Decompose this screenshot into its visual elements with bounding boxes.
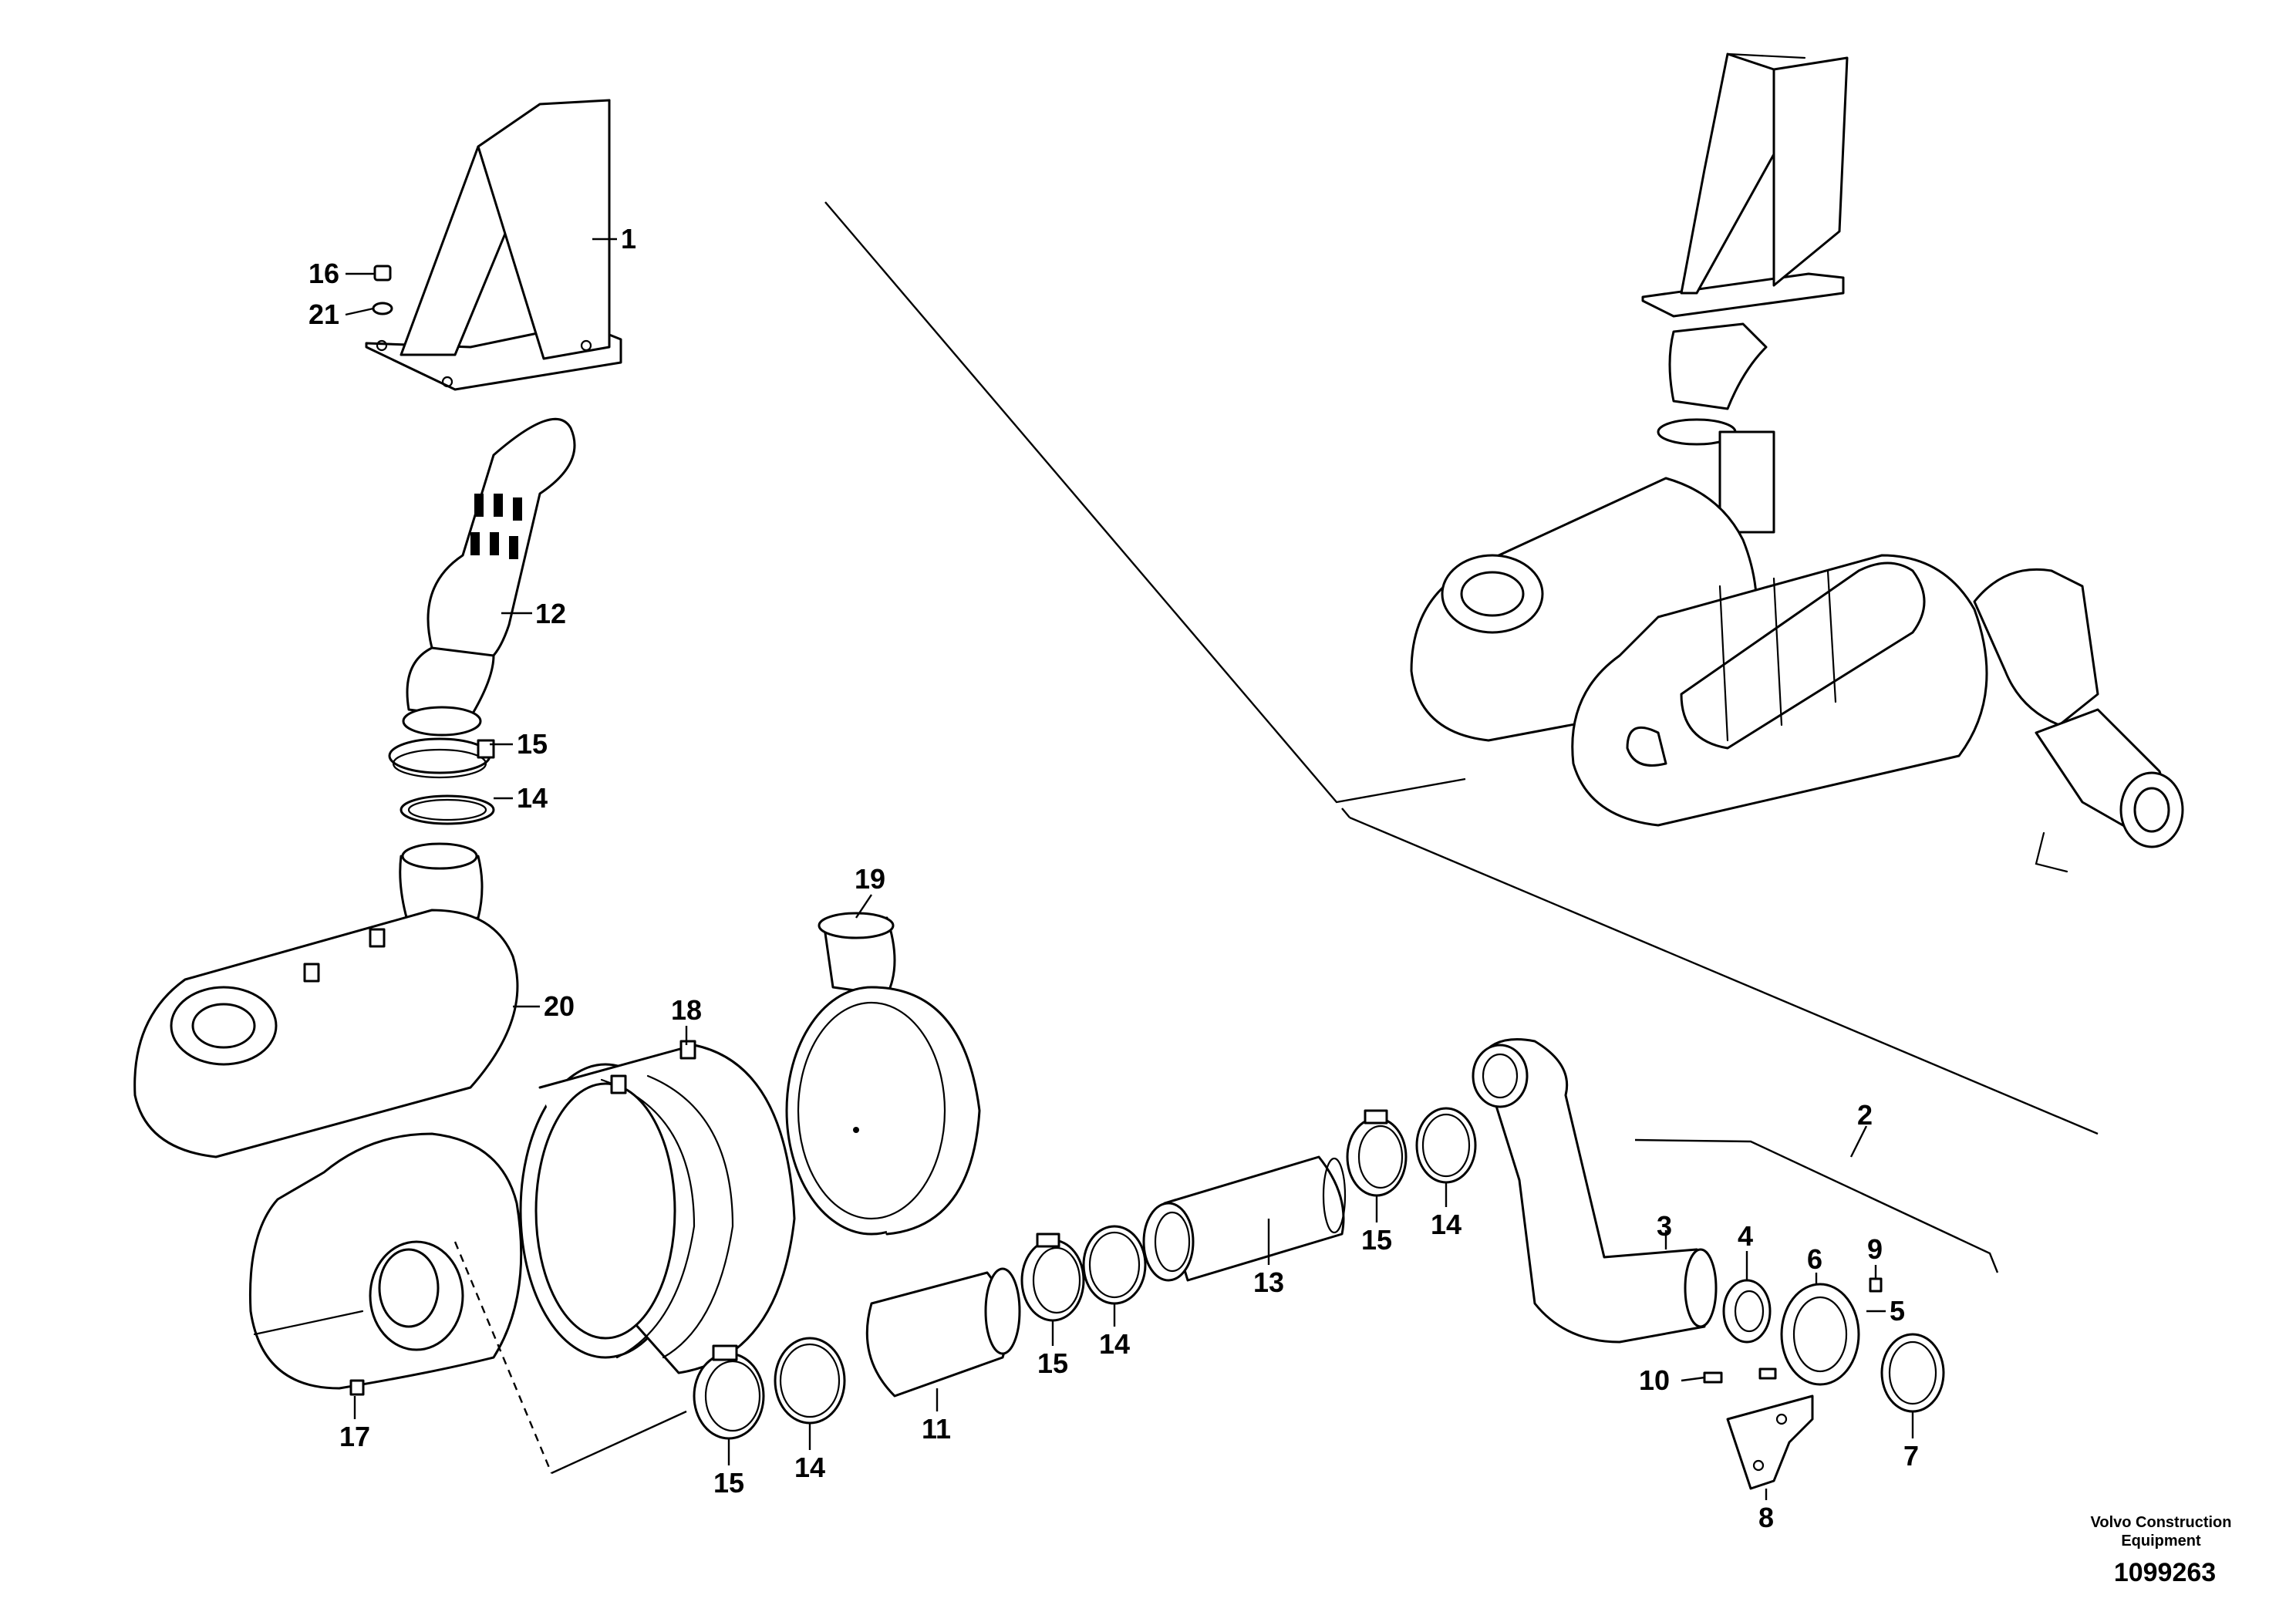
part-14-gasket-top	[400, 794, 495, 825]
callout-18: 18	[671, 994, 702, 1026]
callout-14: 14	[794, 1452, 825, 1483]
callout-10: 10	[1639, 1364, 1670, 1396]
part-21-washer	[372, 302, 393, 315]
part-14-gasket-mid	[1082, 1225, 1147, 1305]
callout-5: 5	[1890, 1295, 1905, 1327]
callout-1: 1	[621, 223, 636, 255]
callout-15: 15	[517, 728, 548, 760]
callout-21: 21	[308, 298, 339, 330]
callout-12: 12	[535, 598, 566, 629]
part-15-clamp-top	[388, 737, 495, 779]
callout-14: 14	[1099, 1328, 1130, 1360]
callout-labels: 1 16 21 12 15 14 20 18 19 17 15 14 11 15…	[308, 223, 1919, 1533]
callout-15: 15	[713, 1467, 744, 1499]
callout-20: 20	[544, 990, 575, 1022]
illustration-reference-number: 1099263	[2113, 1558, 2217, 1587]
callout-4: 4	[1738, 1220, 1753, 1252]
part-9-bolt	[1869, 1277, 1883, 1293]
callout-3: 3	[1657, 1210, 1672, 1242]
part-15-clamp-mid	[1020, 1233, 1085, 1322]
part-10-bolt-2	[1758, 1367, 1777, 1380]
part-4-seal	[1722, 1279, 1772, 1344]
part-6-flange	[1780, 1283, 1860, 1386]
brand-caption: Volvo Construction Equipment	[2068, 1513, 2254, 1550]
callout-14: 14	[1431, 1209, 1462, 1240]
part-14-gasket-bottom	[774, 1337, 846, 1425]
part-1-exhaust-stack	[365, 99, 622, 391]
part-3-tail-pipe	[1472, 1038, 1718, 1344]
view-connector-line	[1341, 808, 1350, 818]
callout-17: 17	[339, 1421, 370, 1452]
callout-9: 9	[1867, 1233, 1883, 1265]
part-20-silencer	[133, 842, 519, 1158]
part-11-pipe	[865, 1267, 1021, 1398]
part-13-flex-pipe	[1142, 1155, 1347, 1282]
part-14-gasket-right	[1415, 1107, 1477, 1184]
dashed-leader	[453, 1241, 553, 1474]
part-18-dpf-body	[519, 1040, 796, 1374]
callout-15: 15	[1361, 1224, 1392, 1256]
part-15-clamp-right	[1346, 1109, 1408, 1197]
callout-2: 2	[1857, 1099, 1873, 1131]
callout-11: 11	[922, 1413, 951, 1445]
part-19-outlet-housing	[785, 912, 981, 1236]
callout-15: 15	[1037, 1347, 1068, 1379]
callout-13: 13	[1253, 1266, 1284, 1298]
part-10-bolt	[1703, 1371, 1723, 1384]
leader-lines	[345, 238, 1914, 1500]
leader-15	[551, 1410, 687, 1475]
assembled-view	[1410, 52, 2184, 873]
view-connector-line	[1349, 816, 2099, 1135]
brand-line-2: Equipment	[2121, 1533, 2201, 1549]
assembly-2-bracket-line	[1634, 1138, 1999, 1273]
callout-7: 7	[1903, 1440, 1919, 1472]
callout-19: 19	[855, 863, 885, 895]
callout-14: 14	[517, 782, 548, 814]
brand-line-1: Volvo Construction	[2090, 1514, 2232, 1531]
part-16-bolt	[373, 265, 392, 282]
callout-8: 8	[1758, 1502, 1774, 1533]
part-7-ring	[1880, 1333, 1945, 1413]
part-17-end-cap	[248, 1132, 523, 1396]
part-12-flex-pipe	[402, 417, 576, 737]
view-connector-line	[824, 201, 1466, 804]
callout-6: 6	[1807, 1243, 1822, 1275]
part-8-bracket	[1726, 1394, 1814, 1490]
callout-16: 16	[308, 258, 339, 289]
